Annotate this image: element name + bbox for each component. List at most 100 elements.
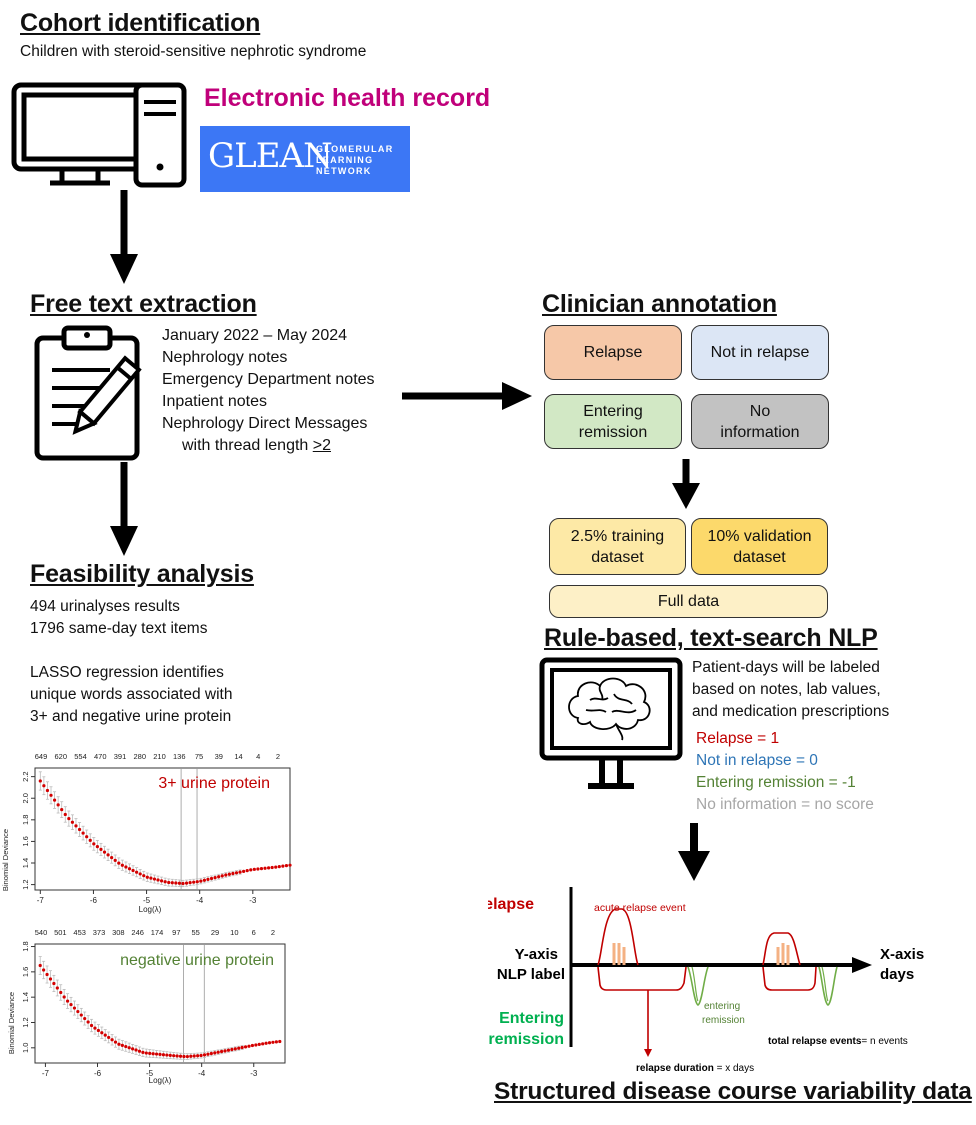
course-yaxis-label-1: Y-axis [515,946,558,963]
box-full-data: Full data [549,585,828,618]
chart-point [177,881,182,885]
chart-xlabel: Log(λ) [139,905,162,914]
clipboard-icon [34,325,142,461]
chart-point [192,880,196,884]
chart-top-tick: 29 [211,928,219,937]
chart-top-tick: 39 [215,752,223,761]
chart-point [117,1042,121,1046]
chart-point [217,875,221,879]
chart-x-tick-label: -4 [198,1069,206,1078]
feasibility-title: Feasibility analysis [30,560,254,588]
chart-point [174,881,178,885]
chart-point [249,868,253,872]
chart-point [256,867,260,871]
chart-point [93,1026,97,1030]
chart-top-tick: 540 [35,928,48,937]
nlp-title: Rule-based, text-search NLP [544,624,878,652]
chart-point [38,963,42,968]
chart-point [52,981,56,986]
chart-point [188,881,192,885]
chart-point [242,869,246,873]
chart-point [62,995,66,999]
chart-top-tick: 210 [153,752,166,761]
chart-point [120,1043,124,1047]
chart-point [234,871,239,875]
chart-point [38,779,42,783]
box-training-dataset: 2.5% training dataset [549,518,686,575]
chart-point [144,1051,148,1055]
chart-top-tick: 391 [114,752,127,761]
chart-point [271,1040,275,1044]
chart-point [250,1043,255,1048]
course-entering-1: entering [704,1001,740,1012]
annotation-title: Clinician annotation [542,290,777,318]
course-bottom-title: Structured disease course variability da… [494,1078,972,1105]
chart-top-tick: 14 [234,752,242,761]
chart-point [264,1041,268,1045]
chart-top-tick: 6 [252,928,256,937]
box-validation-dataset: 10% validation dataset [691,518,828,575]
course-xaxis-label-2: days [880,966,914,983]
chart-point [65,999,70,1003]
chart-y-tick-label: 1.0 [21,1043,30,1053]
chart-y-tick-label: 1.2 [21,1017,30,1027]
arrow-down-feasibility [110,462,138,556]
chart-point [238,870,242,874]
chart-point [103,1033,107,1037]
chart-point [56,803,60,807]
chart-point [206,1052,210,1056]
chart-top-tick: 174 [151,928,164,937]
chart-point [226,1048,231,1052]
chart-point [189,1054,193,1058]
brain-icon [568,677,651,741]
chart-point [243,1045,248,1049]
chart-y-tick-label: 1.2 [21,879,30,889]
chart-point [274,1040,278,1044]
chart-point [209,876,214,881]
chart-xlabel: Log(λ) [149,1076,172,1085]
chart-y-tick-label: 2.0 [21,793,30,803]
chart-point [247,1044,251,1048]
chart-point [156,878,160,882]
chart-point [202,878,206,882]
chart-x-tick-label: -6 [94,1069,102,1078]
chart-point [237,1046,241,1050]
chart-point [149,876,153,880]
chart-point [195,880,199,884]
chart-point [42,968,46,972]
disease-course-diagram: Relapse Y-axis NLP label X-axis days Ent… [488,887,924,1074]
chart-y-tick-label: 1.8 [21,815,30,825]
chart-point [192,1054,196,1058]
chart-point [165,1053,169,1057]
chart-point [45,972,49,977]
chart-point [88,838,92,842]
chart-title: negative urine protein [120,952,274,969]
chart-point [77,827,82,832]
chart-point [240,1045,244,1050]
chart-x-tick-label: -4 [196,896,204,905]
chart-point [110,856,114,860]
chart-point [72,1006,77,1010]
chart-point [224,873,228,877]
chart-point [117,861,121,865]
chart-point [277,865,281,869]
chart-point [178,1054,183,1058]
course-duration: relapse duration = x days [636,1063,754,1074]
chart-point [158,1052,162,1056]
chart-point [63,812,67,817]
course-xaxis-label-1: X-axis [880,946,924,963]
chart-top-tick: 75 [195,752,203,761]
chart-y-tick-label: 1.6 [21,967,30,977]
chart-y-tick-label: 1.8 [21,941,30,951]
course-remission-label-2: remission [488,1031,564,1048]
box-not-in-relapse: Not in relapse [691,325,829,380]
chart-point [223,1049,227,1053]
chart-point [49,793,53,797]
chart-point [181,881,185,886]
chart-ylabel: Binomial Deviance [1,829,10,891]
chart-x-tick-label: -6 [90,896,98,905]
course-yaxis-label-2: NLP label [497,966,565,983]
box-entering-remission: Entering remission [544,394,682,449]
chart-point [99,847,103,851]
